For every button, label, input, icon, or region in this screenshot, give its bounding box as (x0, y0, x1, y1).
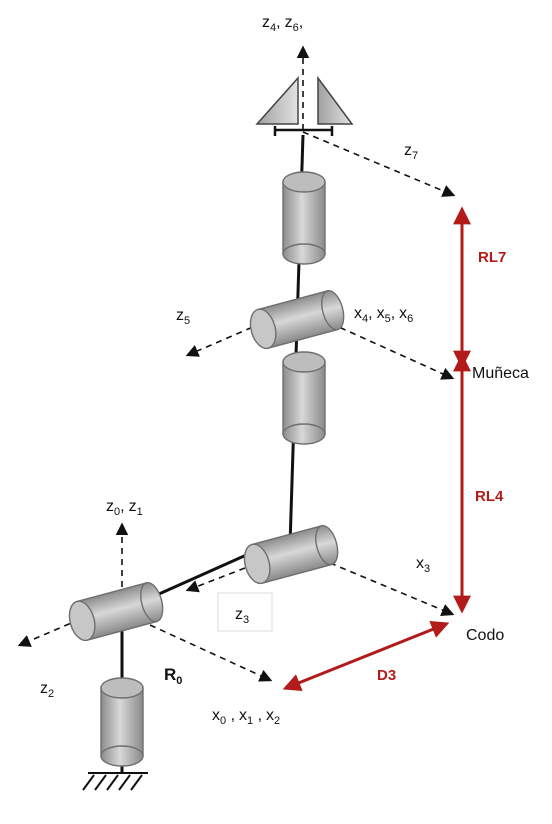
label-x0-x1-x2: x0 ,x1 ,x2 (212, 707, 280, 727)
label-z4-z6: z4,z6, (262, 14, 303, 34)
label-z7: z7 (404, 142, 418, 162)
joint-cylinder-shoulder (68, 581, 164, 642)
label-codo: Codo (466, 627, 504, 644)
label-z3: z3 (235, 606, 249, 626)
label-x3: x3 (416, 555, 430, 575)
axis-x3 (329, 562, 455, 616)
label-z0-z1: z0,z1 (106, 498, 143, 518)
label-munieca: Muñeca (472, 365, 529, 382)
label-z2: z2 (40, 680, 54, 700)
axis-x4 (329, 322, 455, 380)
joint-cylinder-elbow (243, 524, 339, 585)
label-rl7: RL7 (478, 249, 506, 266)
joint-cylinder-wrist (249, 289, 345, 350)
frame-axes (17, 45, 456, 682)
robot-links (120, 134, 305, 773)
label-x4-x5-x6: x4,x5,x6 (354, 305, 413, 325)
joint-cylinder-base (100, 677, 144, 767)
axis-z5 (185, 322, 263, 357)
joint-cylinder-upper (282, 171, 326, 265)
dimension-arrows (282, 206, 471, 692)
axis-x0 (149, 624, 273, 682)
label-r0: R0 (164, 665, 182, 687)
label-z5: z5 (176, 307, 190, 327)
z3-label-box (217, 592, 273, 632)
gripper (255, 75, 354, 136)
label-rl4: RL4 (475, 488, 504, 505)
ground-symbol (82, 772, 148, 791)
dimension-d3-arrow (282, 620, 450, 692)
axis-z3 (185, 567, 246, 593)
joint-cylinder-middle (282, 351, 326, 445)
axis-z7 (302, 131, 456, 197)
label-d3: D3 (377, 667, 396, 684)
